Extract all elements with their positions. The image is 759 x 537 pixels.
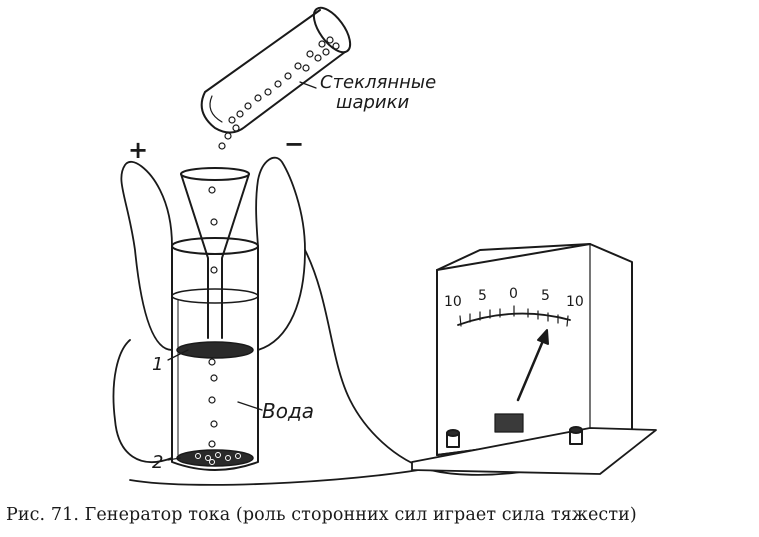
- label-plus: +: [128, 136, 148, 164]
- leader-water: [237, 401, 263, 411]
- funnel: [180, 167, 250, 339]
- figure-caption: Рис. 71. Генератор тока (роль сторонних …: [6, 505, 637, 525]
- falling-beads: [208, 132, 232, 448]
- label-minus: −: [284, 130, 304, 158]
- leader-plate-1: [167, 349, 189, 361]
- scale-ticks: [459, 305, 569, 327]
- meter-needle: [516, 334, 547, 402]
- leader-plate-2: [167, 457, 181, 461]
- terminal-left: [446, 429, 460, 448]
- beads-in-tube: [228, 36, 340, 132]
- generator-diagram: Стеклянные шарики Вода 1 2 + − 10 5 0 5 …: [112, 6, 657, 486]
- scale-label-right-10: 10: [566, 294, 584, 310]
- beads-on-plate-2: [195, 452, 241, 465]
- terminal-right: [569, 426, 583, 445]
- label-water: Вода: [262, 399, 314, 423]
- plate-2: [176, 449, 254, 467]
- wire-plus: [112, 160, 173, 463]
- scale-label-left-10: 10: [444, 294, 462, 310]
- scale-label-zero: 0: [509, 286, 518, 302]
- label-plate-2: 2: [152, 452, 163, 473]
- leader-beads: [299, 81, 317, 89]
- bead-tube: [200, 6, 352, 134]
- label-glass-beads-1: Стеклянные: [320, 72, 436, 93]
- label-glass-beads-2: шарики: [336, 92, 409, 113]
- label-plate-1: 1: [152, 354, 163, 375]
- wire-minus: [255, 156, 306, 351]
- plate-1: [176, 341, 254, 359]
- needle-arrow: [537, 329, 549, 345]
- scale-label-left-5: 5: [478, 288, 487, 304]
- needle-pivot: [494, 413, 524, 433]
- galvanometer: [411, 243, 657, 475]
- scale-label-right-5: 5: [541, 288, 550, 304]
